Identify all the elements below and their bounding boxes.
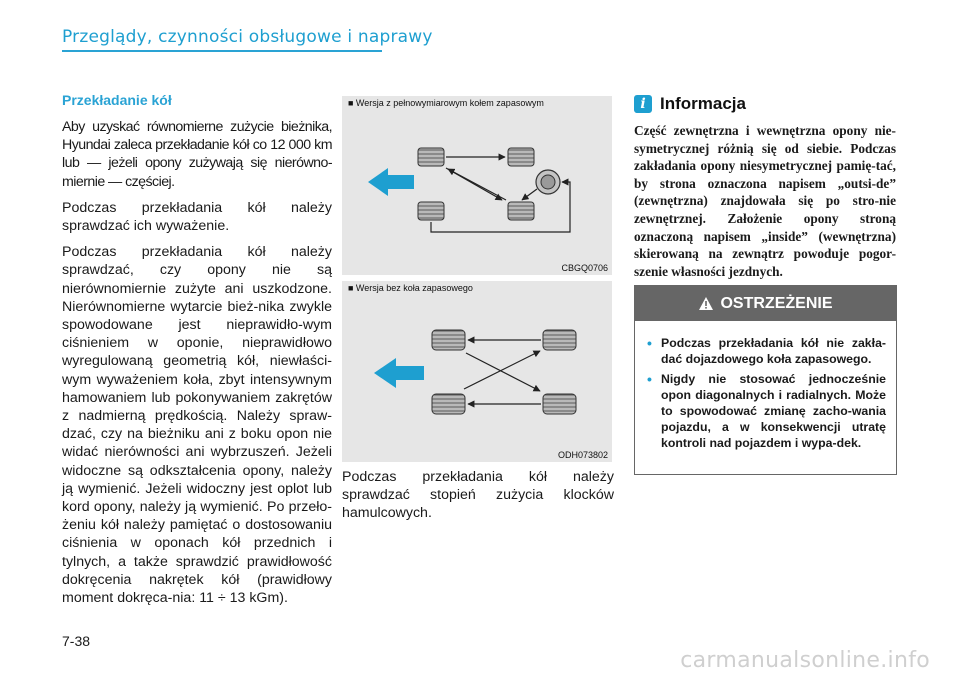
figure-1-caption: ■ Wersja z pełnowymiarowym kołem zapasow… [348,98,544,108]
direction-arrow-2 [374,358,424,388]
header-underline [62,50,382,52]
tire-rear-right [542,393,577,415]
left-column: Przekładanie kół Aby uzyskać równomierne… [62,92,333,615]
figure-2-caption: ■ Wersja bez koła zapasowego [348,283,473,293]
rotation-diagram-full-spare [368,147,571,233]
figure-2-code: ODH073802 [557,450,608,460]
tire-front-left [417,147,445,167]
warning-triangle-icon [699,297,714,310]
warning-item-2: Nigdy nie stosować jednocześnie opon dia… [647,371,886,451]
tire-front-left [431,329,466,351]
info-title: Informacja [660,94,746,113]
brake-pad-note: Podczas przekładania kół należy sprawdza… [342,469,614,522]
tire-rear-left [431,393,466,415]
paragraph-2: Podczas przekładania kół należy sprawdza… [62,199,332,235]
paragraph-3: Podczas przekładania kół należy sprawdza… [62,244,332,607]
warning-list: Podczas przekładania kół nie zakła-dać d… [647,335,886,451]
section-header: Przeglądy, czynności obsługowe i naprawy [62,27,433,47]
rotation-diagram-no-spare [374,329,577,415]
figure-1-code: CBGQ0706 [561,263,608,273]
rotation-title: Przekładanie kół [62,92,172,108]
direction-arrow-1 [368,168,414,196]
warning-banner: OSTRZEŻENIE [635,286,896,321]
page-number: 7-38 [62,633,91,649]
tire-rear-right [507,201,535,221]
info-icon: i [634,95,652,113]
figure-no-spare: ■ Wersja bez koła zapasowego ODH073802 [342,281,612,462]
info-box: i Informacja Część zewnętrzna i wewnętrz… [634,94,896,280]
warning-title: OSTRZEŻENIE [720,294,833,312]
tire-front-right [542,329,577,351]
tire-front-right [507,147,535,167]
warning-box: OSTRZEŻENIE Podczas przekładania kół nie… [634,285,897,475]
tire-rear-left [417,201,445,221]
info-text: Część zewnętrzna i wewnętrzna opony nie-… [634,123,896,279]
middle-text-block: Podczas przekładania kół należy sprawdza… [342,468,614,531]
spare-tire [535,169,561,195]
watermark: carmanualsonline.info [680,648,930,673]
figure-full-spare: ■ Wersja z pełnowymiarowym kołem zapasow… [342,96,612,275]
warning-item-1: Podczas przekładania kół nie zakła-dać d… [647,335,886,367]
paragraph-1: Aby uzyskać równomierne zużycie bieżnika… [62,119,333,190]
info-header: i Informacja [634,94,896,114]
